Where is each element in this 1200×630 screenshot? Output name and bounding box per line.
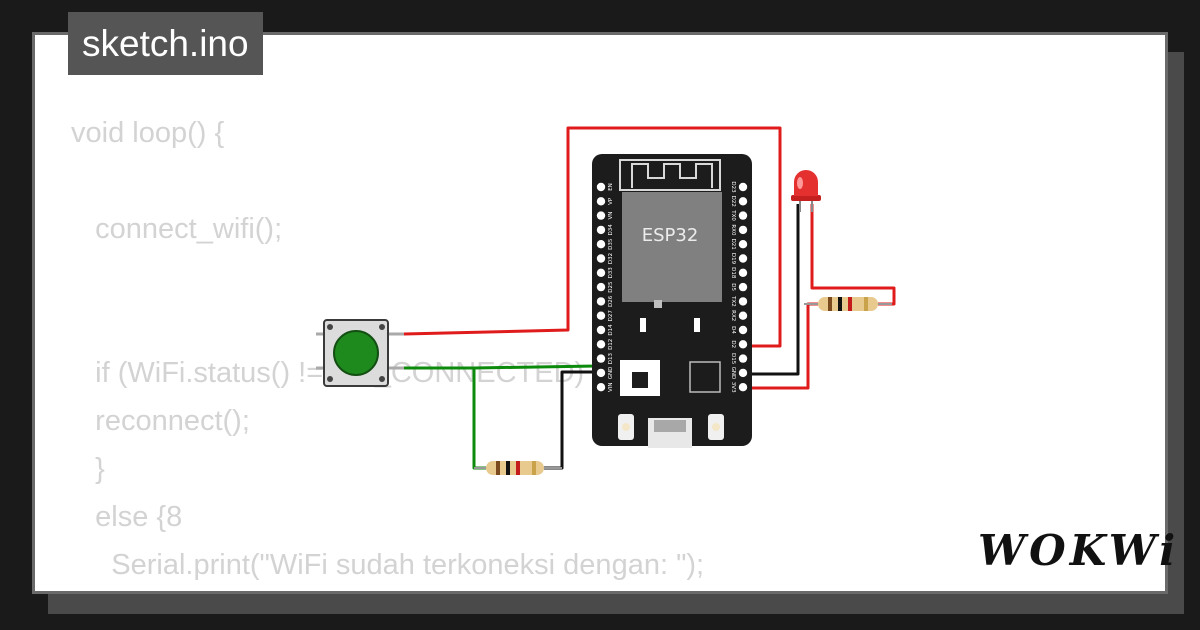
code-line: void loop() { — [71, 117, 225, 149]
file-name-tab[interactable]: sketch.ino — [68, 12, 263, 75]
code-line: else {8 — [71, 501, 183, 533]
board-pin[interactable] — [596, 340, 606, 349]
red-led[interactable] — [791, 170, 821, 212]
wire-red-led — [810, 204, 896, 306]
pin-label: 3V3 — [730, 382, 736, 393]
pin-label: D21 — [730, 239, 736, 250]
board-pin[interactable] — [738, 340, 748, 349]
board-pin[interactable] — [596, 268, 606, 277]
board-pin[interactable] — [596, 225, 606, 235]
board-pin[interactable] — [738, 268, 748, 277]
push-button[interactable] — [316, 319, 404, 387]
board-pin[interactable] — [596, 211, 606, 220]
wokwi-logo: WOKWi — [978, 526, 1180, 575]
board-pin[interactable] — [738, 211, 748, 220]
board-pin[interactable] — [738, 225, 748, 235]
pin-label: D23 — [730, 181, 736, 193]
board-pin[interactable] — [596, 325, 606, 335]
pin-label: EN — [608, 183, 614, 191]
board-pin[interactable] — [738, 282, 748, 292]
chip-label: ESP32 — [642, 225, 699, 246]
pin-label: VN — [608, 212, 614, 220]
board-pin[interactable] — [738, 354, 748, 363]
board-pin[interactable] — [596, 282, 606, 292]
pin-label: D27 — [608, 310, 614, 322]
code-line: reconnect(); — [71, 405, 250, 437]
board-pin[interactable] — [738, 182, 748, 192]
pin-label: TX0 — [730, 209, 736, 221]
board-pin[interactable] — [738, 197, 748, 206]
board-pin[interactable] — [738, 311, 748, 320]
pin-label: D32 — [608, 253, 614, 264]
board-pin[interactable] — [738, 325, 748, 335]
pin-label: D35 — [608, 238, 614, 250]
code-line: } — [71, 453, 105, 485]
pin-label: D2 — [730, 340, 736, 348]
pin-label: GND — [608, 367, 614, 380]
pin-label: VIN — [608, 382, 614, 392]
pin-label: D15 — [730, 353, 736, 365]
pin-label: D33 — [608, 267, 614, 279]
resistor-button[interactable] — [474, 461, 562, 475]
pin-label: TX2 — [730, 295, 736, 307]
pin-label: D25 — [608, 281, 614, 293]
pin-label: GND — [730, 367, 736, 380]
board-pin[interactable] — [738, 240, 748, 249]
code-line: Serial.print("WiFi sudah terkoneksi deng… — [71, 549, 705, 581]
pin-label: D12 — [608, 339, 614, 350]
pin-label: D4 — [730, 326, 736, 334]
board-pin[interactable] — [596, 311, 606, 320]
pin-label: D26 — [608, 295, 614, 307]
wire-black-led — [742, 204, 800, 376]
resistor-led[interactable] — [804, 297, 892, 311]
pin-label: D14 — [608, 324, 614, 336]
pin-label: D18 — [730, 267, 736, 279]
board-pin[interactable] — [738, 254, 748, 263]
board-pin[interactable] — [738, 297, 748, 306]
board-pin[interactable] — [596, 368, 606, 378]
board-pin[interactable] — [738, 368, 748, 378]
board-pin[interactable] — [596, 240, 606, 249]
board-pin[interactable] — [738, 383, 748, 392]
board-pin[interactable] — [596, 383, 606, 392]
pin-label: D22 — [730, 196, 736, 207]
wire-green-d13 — [473, 358, 604, 370]
board-pin[interactable] — [596, 197, 606, 206]
pin-label: RX0 — [730, 224, 736, 236]
board-pin[interactable] — [596, 297, 606, 306]
board-pin[interactable] — [596, 182, 606, 192]
wire-green — [388, 366, 486, 470]
pin-label: D5 — [730, 283, 736, 291]
pin-label: D19 — [730, 253, 736, 265]
pin-label: D13 — [608, 352, 614, 364]
board-pin[interactable] — [596, 254, 606, 263]
pin-label: D34 — [608, 224, 614, 236]
wire-red-top — [403, 126, 782, 348]
pin-label: RX2 — [730, 310, 736, 321]
pin-label: VP — [608, 197, 614, 205]
board-pin[interactable] — [596, 354, 606, 363]
code-line: connect_wifi(); — [71, 213, 283, 245]
